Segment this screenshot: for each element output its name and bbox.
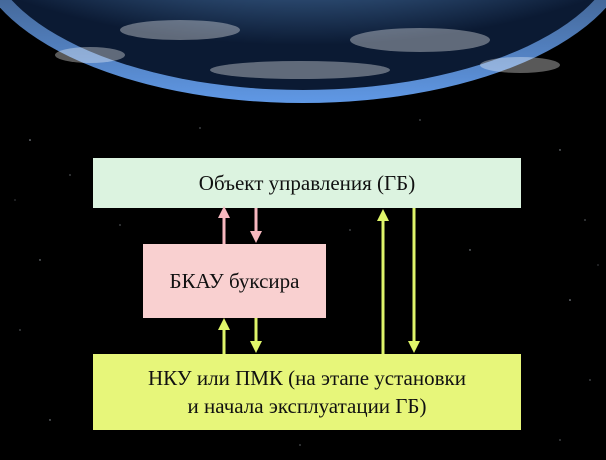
control-object-label: Объект управления (ГБ)	[198, 170, 416, 195]
tug-bkau-box: БКАУ буксира	[143, 244, 326, 318]
ground-control-label-line2: и начала эксплуатации ГБ)	[187, 394, 427, 418]
ground-control-box: НКУ или ПМК (на этапе установки и начала…	[93, 354, 521, 430]
tug-bkau-label: БКАУ буксира	[169, 268, 300, 293]
stars	[14, 119, 599, 446]
earth-clouds	[55, 20, 560, 79]
earth-globe	[11, 0, 595, 90]
ground-control-label-line1: НКУ или ПМК (на этапе установки	[148, 366, 466, 390]
control-object-box: Объект управления (ГБ)	[93, 158, 521, 208]
